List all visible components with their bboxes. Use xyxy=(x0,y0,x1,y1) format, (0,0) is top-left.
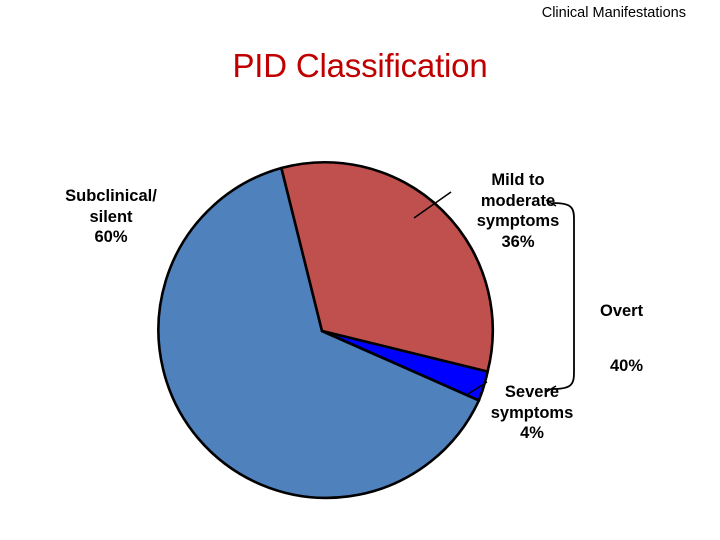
slice-label-mild-moderate: Mild to moderate symptoms 36% xyxy=(476,171,560,251)
page-title: PID Classification xyxy=(232,47,488,84)
annotation-overt-name: Overt xyxy=(600,301,644,320)
slice-label-severe: Severe symptoms 4% xyxy=(490,383,574,443)
pie-slice-subclinical[interactable] xyxy=(157,166,481,500)
slide-header-note: Clinical Manifestations xyxy=(541,5,686,21)
bracket-top-tick xyxy=(545,199,557,207)
leader-line-severe xyxy=(467,381,488,395)
annotation-overt-value: 40% xyxy=(610,356,644,375)
pie-slice-mild-moderate[interactable] xyxy=(280,161,495,373)
overt-grouping-bracket xyxy=(552,202,575,390)
pie-slice-severe[interactable] xyxy=(320,329,489,402)
leader-line-mild-moderate xyxy=(413,191,452,219)
slice-label-subclinical: Subclinical/ silent 60% xyxy=(65,187,157,247)
annotation-overt: Overt 40% xyxy=(596,280,706,397)
bracket-bottom-tick xyxy=(545,385,557,393)
